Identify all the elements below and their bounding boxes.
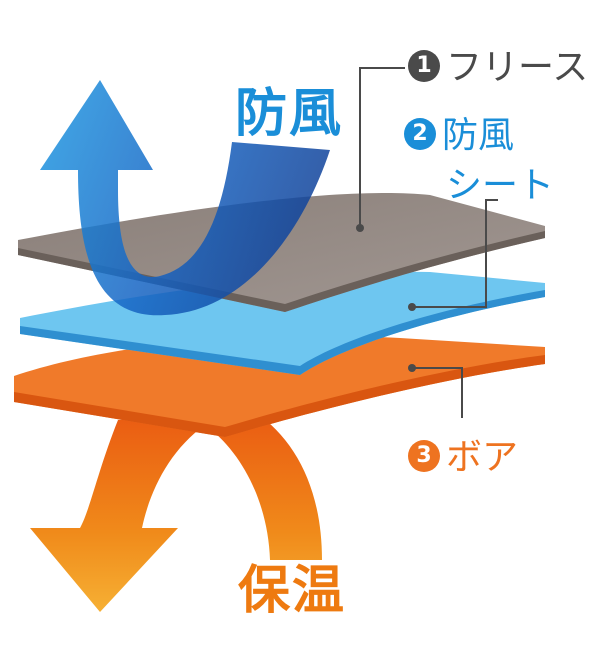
layer-name-fleece: フリース [446, 47, 589, 88]
layer-name-windproof-sheet-line1: 防風 [442, 115, 515, 156]
windproof-label: 防風 [235, 84, 344, 144]
layer-name-windproof-sheet-line2: シート [446, 165, 555, 206]
leader-dot-boa [408, 364, 416, 372]
warmth-arrow [30, 412, 322, 612]
leader-line-windproof-sheet [412, 199, 498, 308]
leader-dot-windproof-sheet [408, 303, 416, 311]
layer-boa-edge [14, 355, 545, 437]
leader-dot-fleece [356, 224, 364, 232]
number-badge-boa: 3 [408, 440, 440, 472]
number-badge-fleece: 1 [408, 50, 440, 82]
leader-line-boa [412, 367, 463, 418]
leader-line-fleece [359, 67, 405, 228]
number-badge-windproof-sheet: 2 [404, 118, 436, 150]
layer-boa [14, 335, 545, 437]
leader-lines [356, 67, 498, 418]
layer-name-boa: ボア [446, 437, 519, 478]
windproof-arrow [40, 80, 330, 316]
warmth-label: 保温 [238, 561, 347, 621]
